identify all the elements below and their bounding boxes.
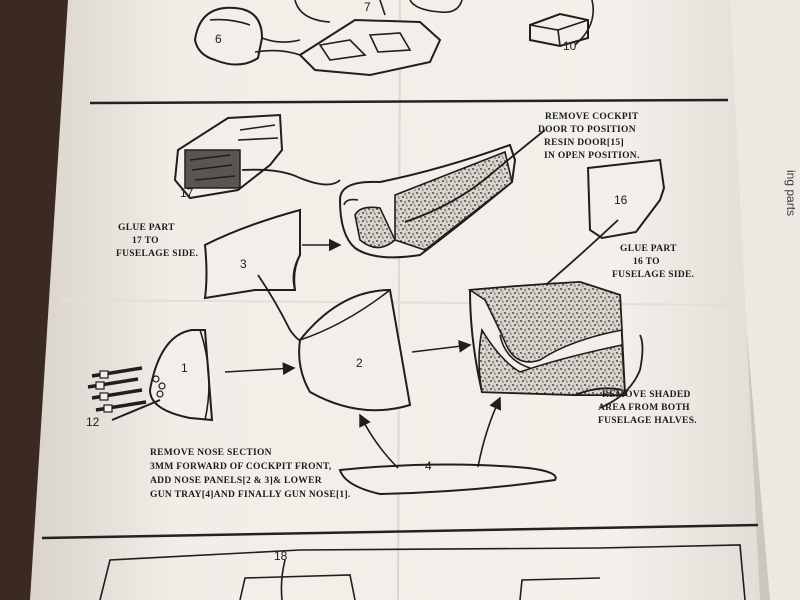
part-12-gun-barrels xyxy=(87,366,161,421)
part-7-drawing xyxy=(254,0,463,77)
arrow-part-1-to-part-2 xyxy=(224,362,296,376)
part-2-drawing xyxy=(298,288,412,412)
fold-crease-horizontal xyxy=(59,299,741,306)
annotation-remove-cockpit-door: REMOVE COCKPIT DOOR TO POSITION RESIN DO… xyxy=(538,112,641,161)
annotation-glue-part-17: GLUE PART 17 TO FUSELAGE SIDE. xyxy=(116,223,198,259)
part-1-drawing xyxy=(148,329,214,422)
section-divider-top xyxy=(89,98,729,105)
remove-cockpit-line-1: REMOVE COCKPIT xyxy=(545,112,639,122)
remove-cockpit-line-2: DOOR TO POSITION xyxy=(538,125,636,135)
annotation-glue-part-16: GLUE PART 16 TO FUSELAGE SIDE. xyxy=(612,244,694,280)
part-4-drawing xyxy=(338,463,557,496)
part-number-10: 10 xyxy=(563,39,577,53)
part-number-3: 3 xyxy=(240,257,247,271)
part-number-16: 16 xyxy=(614,193,628,207)
remove-nose-line-2: 3mm FORWARD OF COCKPIT FRONT, xyxy=(150,462,332,472)
leader-remove-shaded xyxy=(599,334,644,409)
part-number-1: 1 xyxy=(181,361,188,375)
remove-shaded-line-3: FUSELAGE HALVES. xyxy=(598,416,697,426)
remove-shaded-line-2: AREA FROM BOTH xyxy=(598,403,690,413)
part-17-drawing xyxy=(173,113,341,200)
part-number-4: 4 xyxy=(425,459,432,473)
fuselage-nose-section xyxy=(467,280,627,396)
part-18-drawing xyxy=(99,544,746,600)
remove-cockpit-line-3: RESIN DOOR[15] xyxy=(544,138,624,148)
part-number-2: 2 xyxy=(356,356,363,370)
adjacent-sheet-text: ing parts xyxy=(784,170,798,216)
remove-shaded-line-1: REMOVE SHADED xyxy=(602,390,691,400)
part-10-drawing xyxy=(529,0,594,48)
remove-cockpit-line-4: IN OPEN POSITION. xyxy=(544,151,640,161)
glue-17-line-1: GLUE PART xyxy=(118,223,175,233)
glue-16-line-1: GLUE PART xyxy=(620,244,677,254)
remove-nose-line-4: GUN TRAY[4]AND FINALLY GUN NOSE[1]. xyxy=(150,490,351,500)
glue-17-line-3: FUSELAGE SIDE. xyxy=(116,249,198,259)
glue-16-line-2: 16 TO xyxy=(633,257,660,267)
part-number-7: 7 xyxy=(364,0,371,14)
annotation-remove-shaded-area: REMOVE SHADED AREA FROM BOTH FUSELAGE HA… xyxy=(598,390,697,426)
arrow-part-4-to-part-2 xyxy=(359,413,399,469)
part-number-12: 12 xyxy=(86,415,100,429)
arrow-part-2-to-nose xyxy=(411,339,472,353)
glue-17-line-2: 17 TO xyxy=(132,236,159,246)
part-number-17: 17 xyxy=(180,186,194,200)
part-number-18: 18 xyxy=(274,549,288,563)
glue-16-line-3: FUSELAGE SIDE. xyxy=(612,270,694,280)
remove-nose-line-1: REMOVE NOSE SECTION xyxy=(150,448,272,458)
part-3-drawing xyxy=(203,208,301,300)
remove-nose-line-3: ADD NOSE PANELS[2 & 3]& LOWER xyxy=(150,476,322,486)
section-divider-bottom xyxy=(41,523,759,540)
part-6-drawing xyxy=(193,6,301,66)
part-number-6: 6 xyxy=(215,32,222,46)
annotation-remove-nose-section: REMOVE NOSE SECTION 3mm FORWARD OF COCKP… xyxy=(150,448,351,500)
arrow-part-4-to-nose xyxy=(477,396,502,468)
fold-crease-vertical xyxy=(397,0,401,600)
leader-remove-cockpit xyxy=(404,129,546,223)
